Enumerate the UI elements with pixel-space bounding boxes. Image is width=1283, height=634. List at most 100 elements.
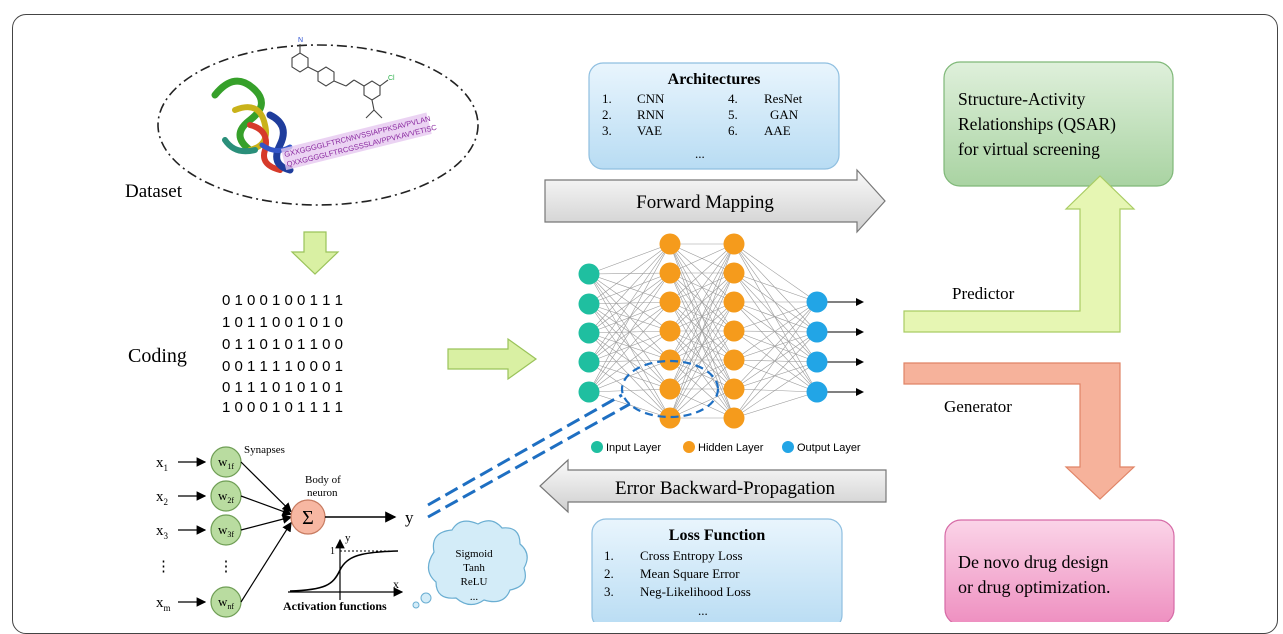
network-edge <box>588 273 671 303</box>
loss-name: Mean Square Error <box>640 566 740 581</box>
arch-num: 6. <box>728 123 738 138</box>
network-edge <box>733 301 818 390</box>
network-edge <box>588 330 671 363</box>
arch-name: RNN <box>637 107 665 122</box>
svg-text:Cl: Cl <box>388 75 395 82</box>
output-node <box>806 381 828 403</box>
matrix-row: 0 1 0 0 1 0 0 1 1 1 <box>222 292 343 309</box>
synapses-label: Synapses <box>244 444 285 456</box>
forward-mapping-arrow: Forward Mapping <box>544 168 886 234</box>
network-edge <box>669 330 735 419</box>
network-edge <box>733 331 818 361</box>
synapse-arrow <box>240 495 293 516</box>
matrix-row: 0 1 1 0 1 0 1 1 0 0 <box>222 336 343 353</box>
network-edge <box>669 243 735 332</box>
synapse-arrow <box>240 521 292 603</box>
network-edge <box>733 301 818 393</box>
hidden-legend-dot <box>683 441 695 453</box>
hidden-node <box>723 291 745 313</box>
hidden-node <box>723 378 745 400</box>
network-edge <box>669 243 735 361</box>
loss-function-box: Loss Function 1. Cross Entropy Loss 2. M… <box>591 518 843 622</box>
network-edge <box>733 301 818 363</box>
network-edge <box>669 243 735 419</box>
network-edge <box>733 359 818 363</box>
plot-y-label: y <box>345 532 351 544</box>
body-of-neuron-line1: Body of <box>305 474 341 486</box>
network-edge <box>733 272 818 303</box>
architectures-title: Architectures <box>668 71 761 88</box>
binary-matrix: 0 1 0 0 1 0 0 1 1 1 1 0 1 1 0 0 1 0 1 0 … <box>222 292 343 416</box>
hidden-node <box>659 291 681 313</box>
network-edge <box>588 388 671 393</box>
error-backward-label: Error Backward-Propagation <box>615 478 836 499</box>
network-legend: Input Layer Hidden Layer Output Layer <box>591 441 861 454</box>
network-edge <box>733 301 818 332</box>
input-x-label: x3 <box>156 523 169 541</box>
architectures-box: Architectures 1. CNN 2. RNN 3. VAE 4. Re… <box>588 62 840 170</box>
network-edge <box>588 243 671 275</box>
coding-label: Coding <box>128 345 187 367</box>
network-edge <box>733 330 818 393</box>
output-node <box>806 351 828 373</box>
output-node <box>806 321 828 343</box>
arch-num: 2. <box>602 107 612 122</box>
network-edge <box>733 391 818 419</box>
network-edge <box>588 243 671 334</box>
input-node <box>578 293 600 315</box>
denovo-box: De novo drug design or drug optimization… <box>944 519 1175 622</box>
highlight-ellipse <box>620 359 720 419</box>
activation-functions-label: Activation functions <box>283 599 387 613</box>
cloud-line: Tanh <box>463 562 485 574</box>
cloud-line: Sigmoid <box>455 548 493 560</box>
network-edge <box>669 301 735 419</box>
network-edge <box>733 330 818 363</box>
zoom-line <box>427 393 623 507</box>
network-edge <box>733 272 818 363</box>
network-edge <box>588 273 671 361</box>
network-edge <box>588 272 671 275</box>
activation-plot: y 1 x Activation functions <box>283 532 404 613</box>
network-edge <box>733 330 818 333</box>
network-edge <box>588 243 671 305</box>
network-edge <box>733 361 818 419</box>
qsar-line: Relationships (QSAR) <box>958 114 1116 134</box>
network-edge <box>669 388 735 419</box>
network-edge <box>733 272 818 333</box>
arch-name: GAN <box>770 107 799 122</box>
network-edge <box>733 331 818 419</box>
arch-more: ... <box>695 146 705 161</box>
hidden-node <box>659 349 681 371</box>
arch-name: ResNet <box>764 91 803 106</box>
denovo-line: De novo drug design <box>958 552 1108 572</box>
sigma-symbol: Σ <box>302 507 314 529</box>
hidden-legend-label: Hidden Layer <box>698 442 764 454</box>
loss-function-title: Loss Function <box>669 527 766 544</box>
generator-label: Generator <box>944 397 1012 416</box>
zoom-line <box>427 402 631 519</box>
arch-name: AAE <box>764 123 791 138</box>
loss-name: Cross Entropy Loss <box>640 548 743 563</box>
loss-name: Neg-Likelihood Loss <box>640 584 751 599</box>
arch-num: 1. <box>602 91 612 106</box>
denovo-line: or drug optimization. <box>958 577 1110 597</box>
input-x-label: x2 <box>156 489 168 507</box>
predictor-arrow: Predictor <box>903 175 1136 333</box>
arch-num: 5. <box>728 107 738 122</box>
qsar-line: Structure-Activity <box>958 89 1086 109</box>
loss-num: 2. <box>604 566 614 581</box>
network-edge <box>669 272 735 419</box>
matrix-row: 1 0 0 0 1 0 1 1 1 1 <box>222 399 343 416</box>
matrix-row: 0 0 1 1 1 1 0 0 0 1 <box>222 358 343 375</box>
input-node <box>578 381 600 403</box>
input-node <box>578 322 600 344</box>
neural-network <box>578 233 828 429</box>
input-legend-label: Input Layer <box>606 442 661 454</box>
cloud-line: ReLU <box>461 576 488 588</box>
molecule-image <box>291 44 389 119</box>
network-edge <box>588 273 671 419</box>
network-edge <box>733 301 818 333</box>
hidden-node <box>723 233 745 255</box>
